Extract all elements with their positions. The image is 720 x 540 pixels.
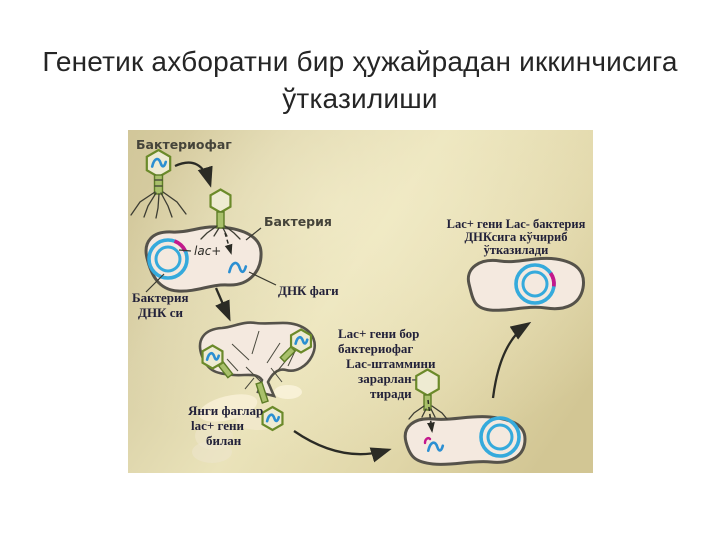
- bacteriophage-icon: [130, 150, 187, 219]
- lac-gene-segment: [147, 238, 189, 280]
- recipient-dna-ring-outer: [479, 416, 521, 458]
- dna-injection-arrow: [224, 232, 233, 255]
- recipient-cell-membrane: [403, 415, 527, 466]
- infecting-phage-icon: [408, 370, 448, 433]
- result-cell-membrane: [466, 256, 586, 312]
- label-new-phages: Янги фаглар lac+ гени билан: [188, 403, 263, 448]
- infecting-phage-legs: [408, 405, 448, 420]
- svg-text:ДНКсига кўчириб: ДНКсига кўчириб: [465, 230, 568, 244]
- crack-lines: [226, 330, 297, 390]
- escaping-phage: [256, 381, 282, 430]
- recipient-cell: [403, 415, 527, 466]
- attached-phage-head: [211, 190, 231, 213]
- arrow-recipient-to-result: [491, 321, 532, 399]
- pointer-bacteria-dna: [145, 273, 165, 293]
- svg-text:бактериофаг: бактериофаг: [338, 341, 413, 356]
- arrow-phage-to-recipient: [293, 430, 392, 463]
- label-bacteriophage: Бактериофаг: [136, 137, 232, 152]
- transferred-gene-tip: [423, 437, 432, 445]
- lysed-cell-membrane: [198, 321, 316, 398]
- donor-dna-ring-outer: [147, 238, 189, 280]
- label-transfer: Lac+ гени Lac- бактерия ДНКсига кўчириб …: [447, 217, 586, 257]
- label-infection: Lac+ гени бор бактериофаг Lac-штаммини з…: [338, 326, 436, 401]
- pointer-lac: [178, 249, 192, 252]
- pointer-bacteria: [245, 227, 262, 241]
- result-dna-ring-inner: [521, 270, 549, 298]
- transduction-diagram: Бактериофаг Бактерия lac+ ДНК фаги Бакте…: [128, 130, 593, 473]
- label-lac-gene: lac+: [194, 244, 221, 258]
- svg-text:тиради: тиради: [370, 386, 412, 401]
- lysed-cell: [200, 323, 315, 430]
- lysis-burst-patches: [192, 385, 302, 463]
- svg-text:Lac+ гени бор: Lac+ гени бор: [338, 326, 419, 341]
- recipient-dna-ring-inner: [486, 423, 514, 451]
- svg-text:ДНК си: ДНК си: [138, 305, 184, 320]
- label-phage-dna: ДНК фаги: [278, 283, 339, 298]
- label-bacteria-dna: Бактерия ДНК си: [132, 290, 189, 320]
- svg-text:Lac+ гени Lac- бактерия: Lac+ гени Lac- бактерия: [447, 217, 586, 231]
- svg-text:Янги фаглар: Янги фаглар: [188, 403, 263, 418]
- slide-title: Генетик ахборатни бир ҳужайрадан иккинчи…: [42, 45, 678, 114]
- label-bacteria: Бактерия: [264, 214, 332, 229]
- phage-tail: [153, 174, 164, 195]
- attached-phage-tail: [216, 211, 225, 229]
- svg-text:lac+ гени: lac+ гени: [191, 418, 245, 433]
- new-phage-left: [203, 346, 233, 378]
- infecting-phage-head: [416, 370, 439, 396]
- svg-text:зарарлан-: зарарлан-: [358, 371, 416, 386]
- pointer-phage-dna: [248, 271, 277, 286]
- infecting-phage-tail: [423, 394, 432, 411]
- attached-phage-legs: [200, 225, 241, 240]
- phage-tail-rings: [154, 179, 163, 187]
- svg-text:ўтказилади: ўтказилади: [484, 243, 549, 257]
- arrow-phage-to-cell: [174, 161, 213, 188]
- svg-text:Lac-штаммини: Lac-штаммини: [346, 356, 436, 371]
- transferred-lac-gene-segment: [514, 263, 556, 305]
- attached-phage-icon: [200, 190, 241, 255]
- arrow-cell-to-lysis: [214, 287, 231, 322]
- result-cell: [466, 256, 586, 312]
- donor-cell: [144, 225, 261, 291]
- new-phage-right: [280, 330, 311, 362]
- svg-text:билан: билан: [206, 433, 242, 448]
- donor-dna-ring-inner: [154, 245, 182, 273]
- svg-text:Бактерия: Бактерия: [132, 290, 189, 305]
- dna-injection-arrow-2: [427, 399, 435, 433]
- diagram-canvas: Бактериофаг Бактерия lac+ ДНК фаги Бакте…: [128, 130, 593, 473]
- phage-legs: [130, 191, 187, 219]
- phage-head: [147, 150, 170, 177]
